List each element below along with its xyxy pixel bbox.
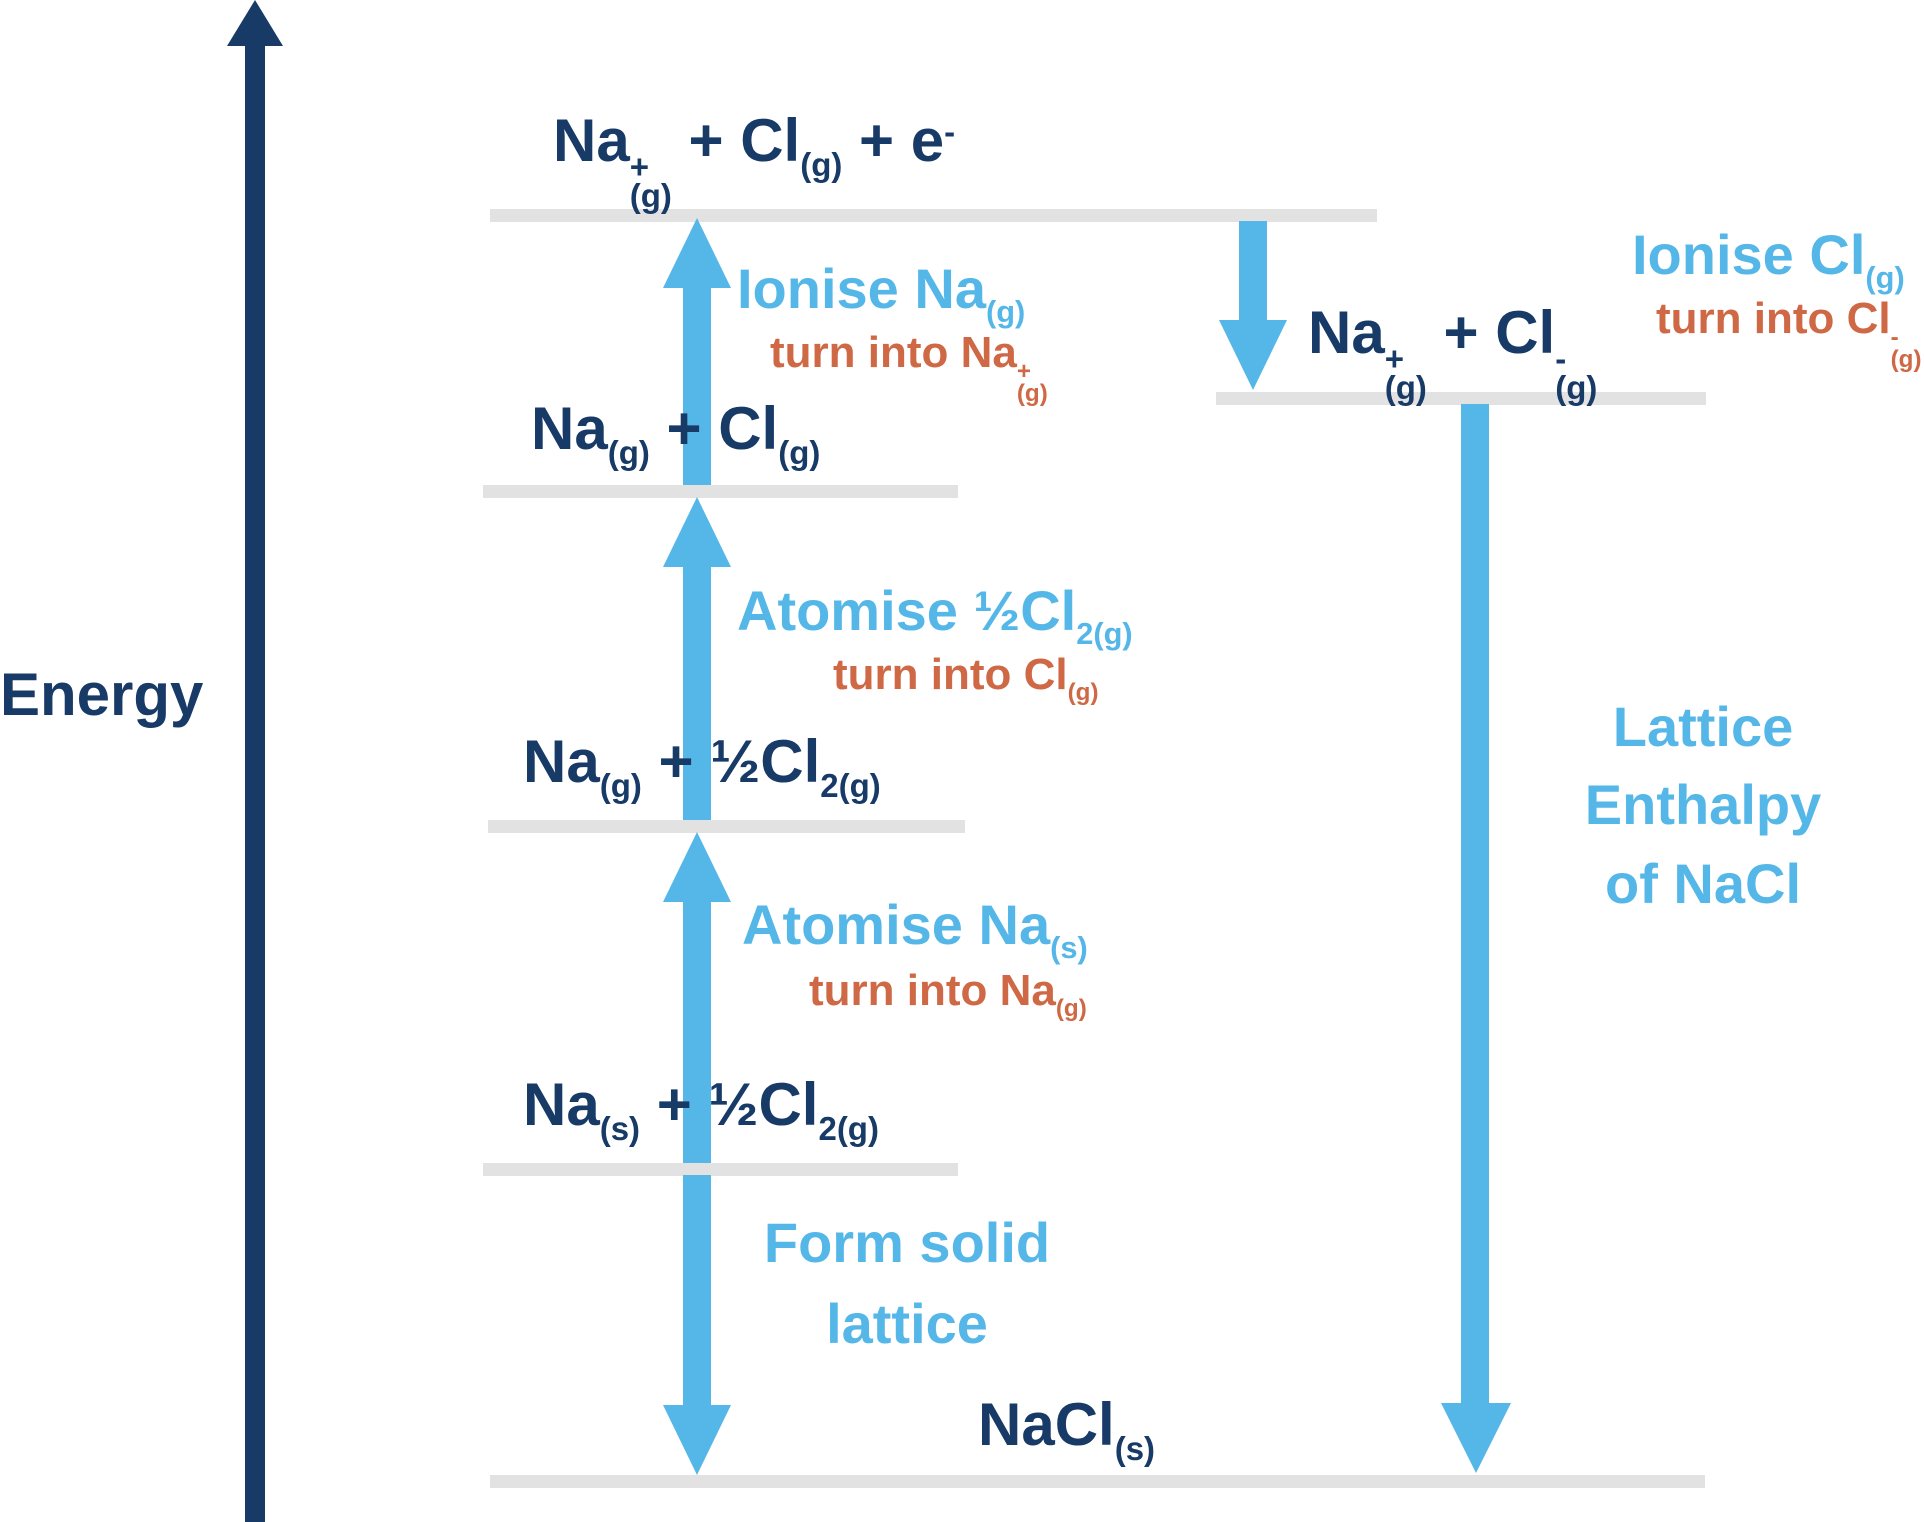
form-lattice-arrow: [683, 1175, 711, 1407]
level-label-gas-atoms: Na(g) + Cl(g): [531, 395, 821, 471]
atomise-cl-arrow: [683, 565, 711, 820]
level-line-gas-atoms: [483, 485, 958, 498]
step-label-lattice-enthalpy: Lattice Enthalpy of NaCl: [1563, 688, 1843, 923]
step-note-ionise-cl: turn into Cl-(g): [1656, 294, 1922, 373]
level-label-elements: Na(s) + ½Cl2(g): [523, 1071, 879, 1147]
energy-axis-label: Energy: [0, 661, 204, 728]
atomise-na-arrow: [683, 900, 711, 1163]
atomise-na-arrowhead-icon: [663, 832, 731, 902]
step-note-ionise-na: turn into Na+(g): [770, 328, 1048, 407]
ionise-cl-arrow: [1239, 221, 1267, 322]
step-label-form-lattice-line1: Form solid: [763, 1211, 1051, 1274]
form-lattice-arrowhead-icon: [663, 1405, 731, 1475]
level-line-na-gas: [488, 820, 965, 833]
ionise-na-arrow: [683, 286, 711, 485]
energy-axis-shaft: [245, 44, 265, 1522]
level-line-gas-ions: [1216, 392, 1706, 405]
step-label-lattice-enthalpy-line3: of NaCl: [1605, 851, 1801, 915]
level-line-solid-nacl: [490, 1475, 1705, 1488]
level-label-solid-nacl: NaCl(s): [978, 1391, 1156, 1467]
step-label-form-lattice: Form solid lattice: [742, 1202, 1072, 1364]
level-label-top-ionised: Na+(g) + Cl(g) + e-: [553, 107, 956, 215]
step-note-atomise-cl: turn into Cl(g): [833, 650, 1099, 706]
ionise-cl-arrowhead-icon: [1219, 320, 1287, 390]
step-label-atomise-na: Atomise Na(s): [742, 893, 1088, 965]
lattice-enthalpy-arrow: [1461, 404, 1489, 1405]
level-label-gas-ions: Na+(g) + Cl-(g): [1308, 299, 1598, 407]
energy-axis-arrowhead-icon: [227, 0, 283, 46]
step-label-lattice-enthalpy-line2: Enthalpy: [1584, 773, 1822, 837]
step-label-form-lattice-line2: lattice: [826, 1292, 988, 1356]
step-label-lattice-enthalpy-line1: Lattice: [1612, 695, 1794, 758]
step-label-ionise-cl: Ionise Cl(g): [1632, 223, 1905, 295]
level-line-elements: [483, 1163, 958, 1176]
step-note-atomise-na: turn into Na(g): [809, 966, 1087, 1022]
level-label-na-gas: Na(g) + ½Cl2(g): [523, 728, 881, 804]
atomise-cl-arrowhead-icon: [663, 497, 731, 567]
lattice-enthalpy-arrowhead-icon: [1441, 1403, 1511, 1473]
step-label-atomise-cl: Atomise ½Cl2(g): [737, 579, 1133, 651]
ionise-na-arrowhead-icon: [663, 218, 731, 288]
step-label-ionise-na: Ionise Na(g): [737, 257, 1026, 329]
